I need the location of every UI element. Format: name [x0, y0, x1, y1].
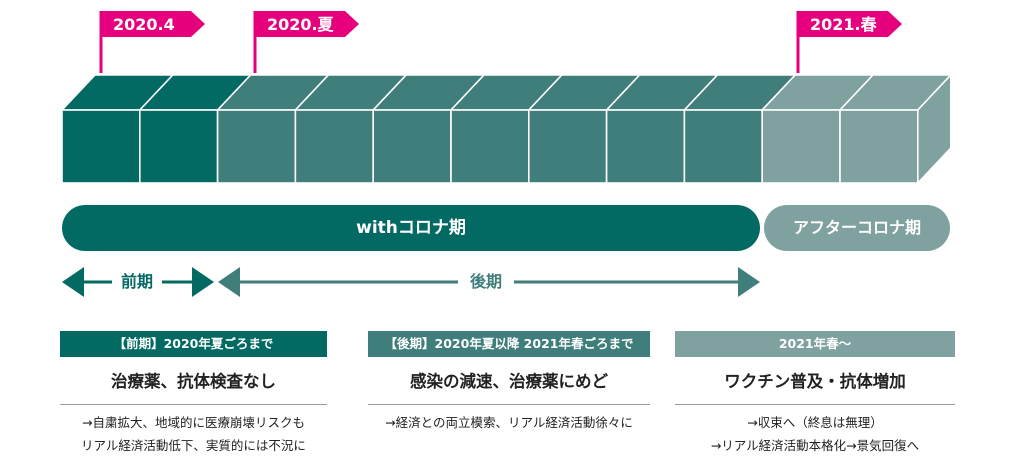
timeline-block	[527, 74, 641, 184]
milestone-label: 2020.夏	[267, 15, 335, 34]
description-line: リアル経済活動低下、実質的には不況に	[81, 438, 306, 453]
after-corona-bar	[764, 205, 950, 251]
timeline-block	[683, 74, 797, 184]
timeline-block	[839, 74, 952, 184]
early-period-header: 【前期】2020年夏ごろまで	[60, 331, 327, 357]
description-line: →リアル経済活動本格化→景気回復へ	[710, 438, 920, 453]
late-period-label: 後期	[458, 271, 514, 293]
after-corona-label: アフターコロナ期	[792, 218, 921, 237]
milestone-flag: 2021.春	[796, 11, 902, 73]
after-period-description: →収束へ（終息は無理） →リアル経済活動本格化→景気回復へ	[665, 411, 965, 457]
early-period-divider	[60, 404, 327, 405]
early-period-description: →自粛拡大、地域的に医療崩壊リスクも リアル経済活動低下、実質的には不況に	[50, 411, 337, 457]
description-line: →自粛拡大、地域的に医療崩壊リスクも	[82, 415, 305, 430]
milestone-flag: 2020.夏	[253, 11, 359, 73]
late-period-title: 感染の減速、治療薬にめど	[410, 372, 608, 391]
milestone-label: 2021.春	[810, 15, 878, 34]
with-corona-label: withコロナ期	[356, 218, 466, 238]
timeline-block	[139, 74, 252, 184]
after-period-header: 2021年春〜	[675, 331, 955, 357]
milestone-label: 2020.4	[113, 15, 175, 34]
timeline-block	[761, 74, 874, 184]
timeline-block	[294, 74, 408, 184]
late-period-description: →経済との両立模索、リアル経済活動徐々に	[358, 411, 660, 434]
timeline-block-side	[916, 72, 952, 186]
milestone-flag: 2020.4	[99, 11, 205, 73]
timeline-block	[216, 74, 330, 184]
timeline-block	[61, 74, 174, 184]
after-period-divider	[675, 404, 955, 405]
description-line: →経済との両立模索、リアル経済活動徐々に	[385, 415, 633, 430]
early-period-title: 治療薬、抗体検査なし	[111, 372, 276, 391]
late-period-divider	[368, 404, 650, 405]
timeline-block	[372, 74, 485, 184]
timeline-block	[450, 74, 563, 184]
timeline-block	[605, 74, 719, 184]
after-period-title: ワクチン普及・抗体増加	[724, 372, 906, 391]
description-line: →収束へ（終息は無理）	[747, 415, 883, 430]
with-corona-bar	[62, 205, 760, 251]
early-period-label: 前期	[112, 271, 162, 293]
late-period-header: 【後期】2020年夏以降 2021年春ごろまで	[368, 331, 650, 357]
